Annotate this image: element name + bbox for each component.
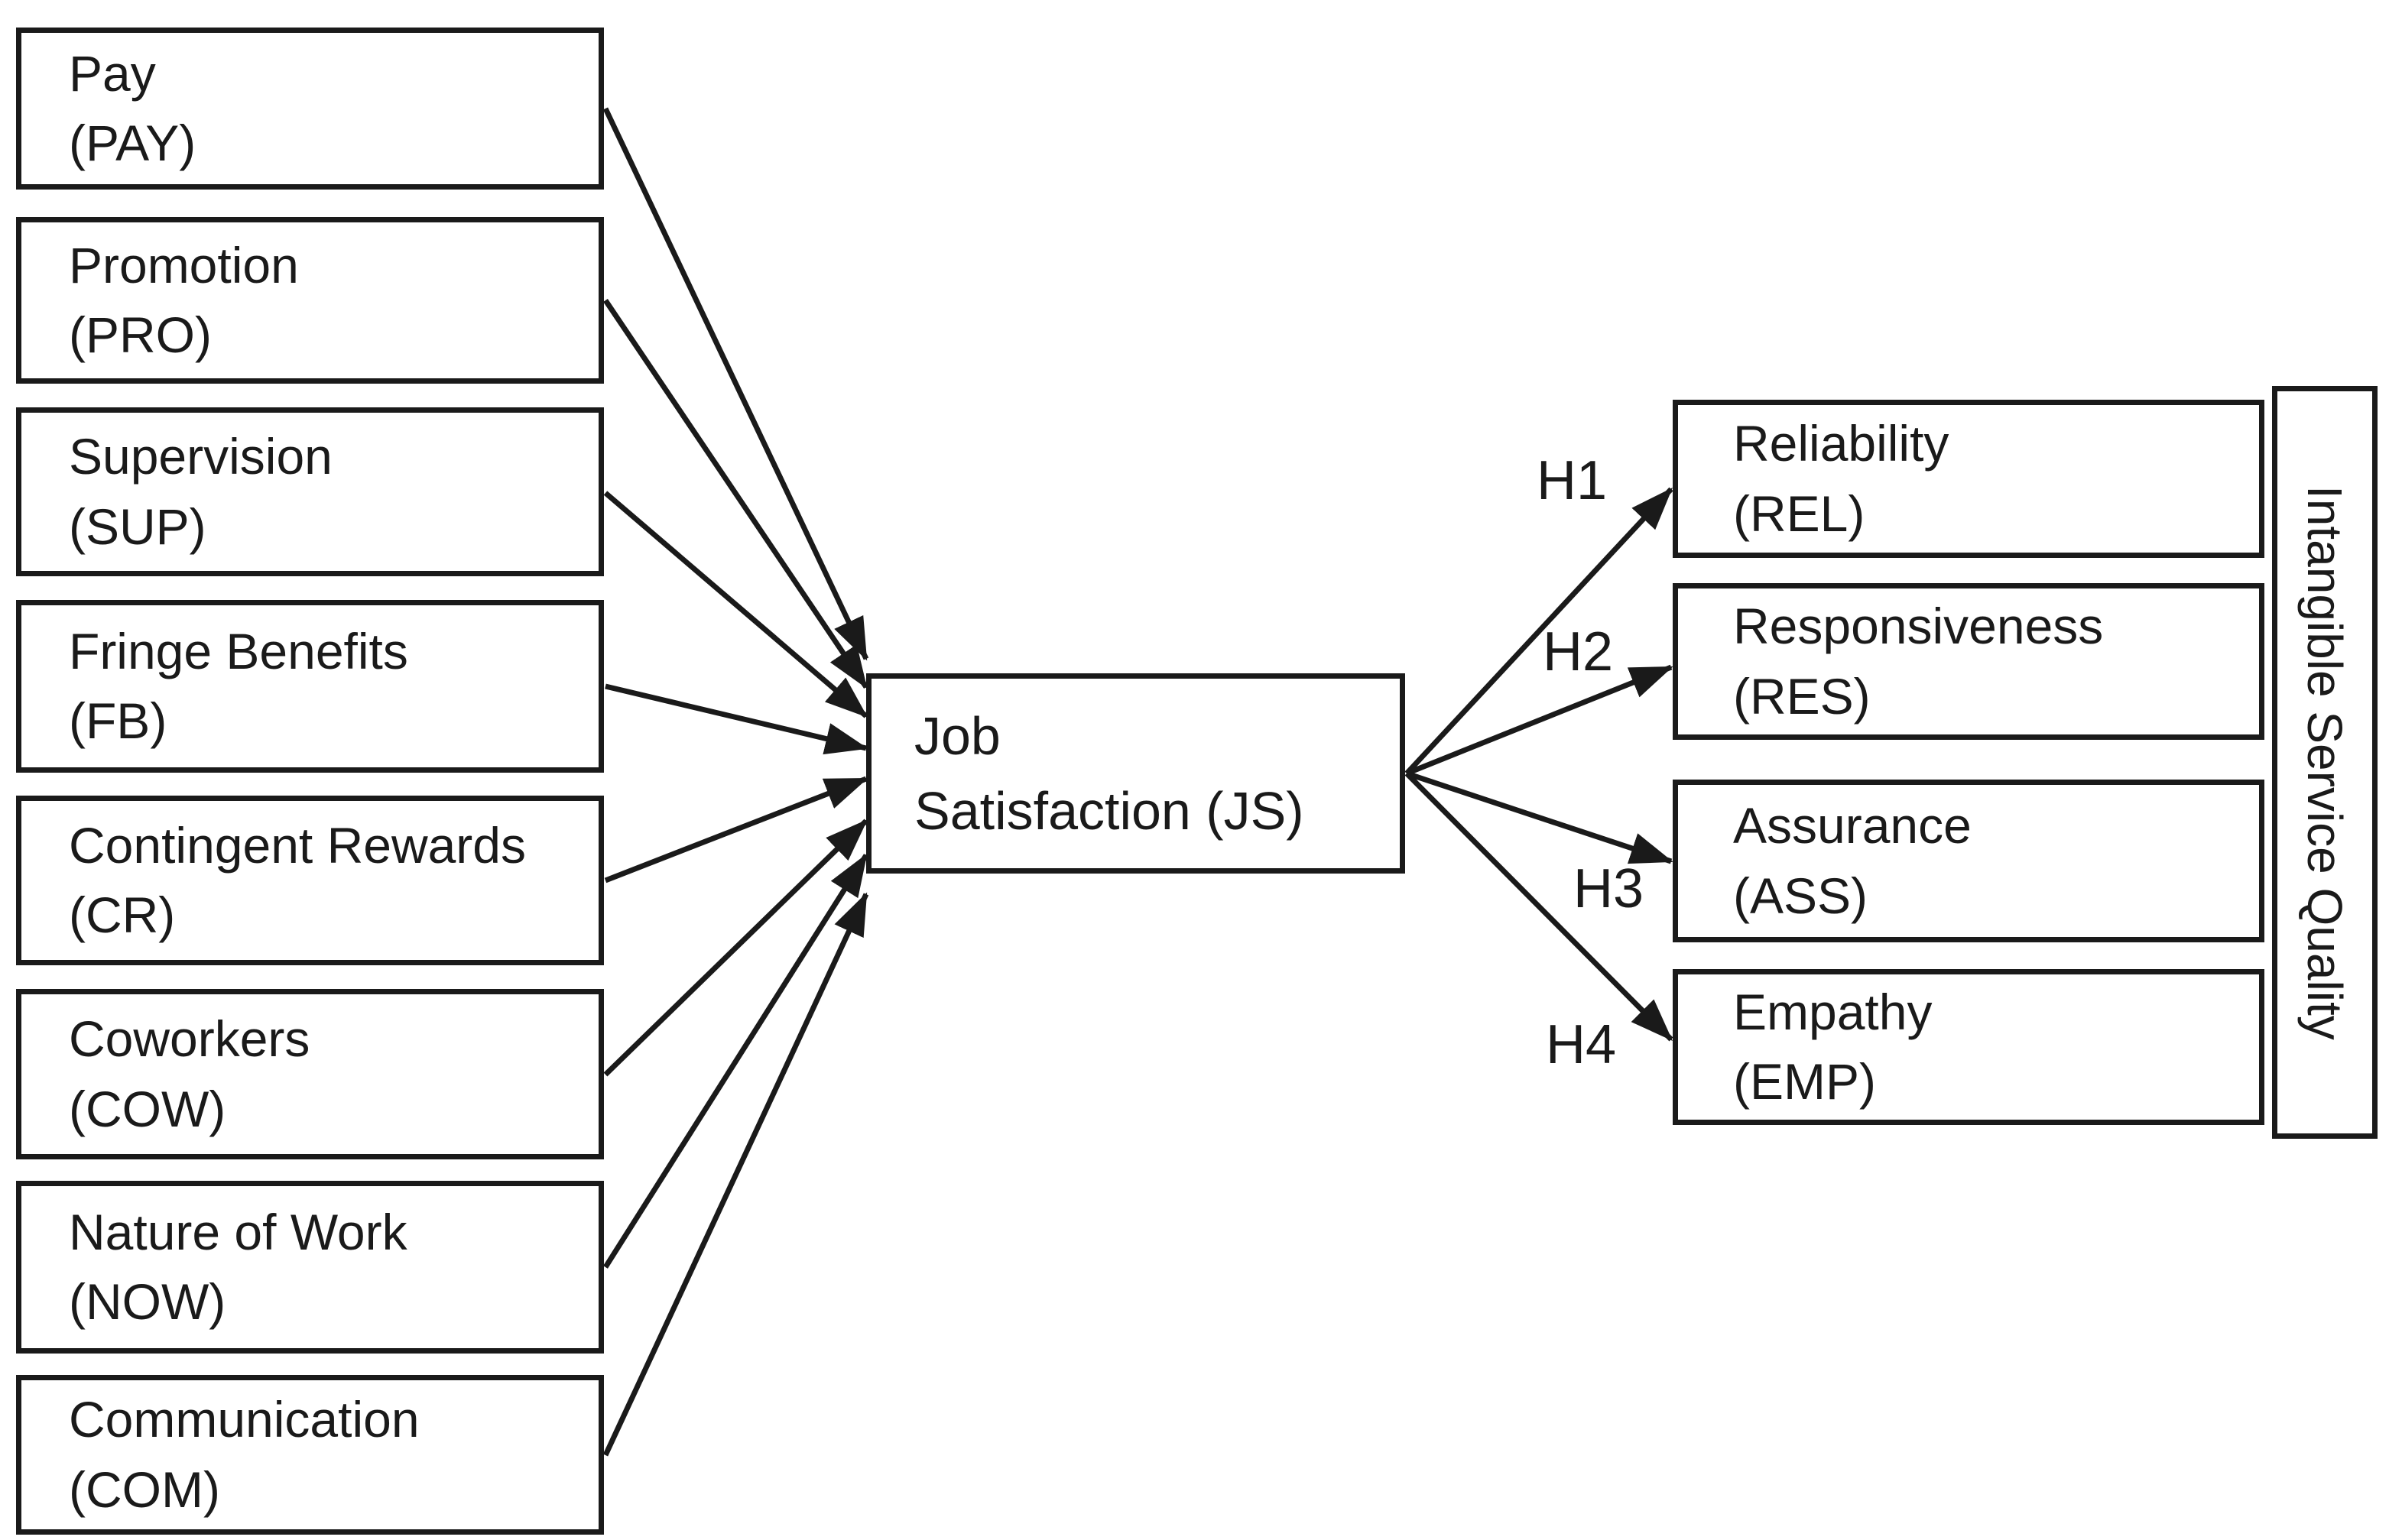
outcome-code: (RES) <box>1733 667 1871 725</box>
arrow-pay-to-js <box>602 107 869 661</box>
factor-code: (NOW) <box>69 1273 226 1330</box>
factor-name: Fringe Benefits <box>69 622 408 679</box>
factor-name: Promotion <box>69 236 299 293</box>
factor-code: (FB) <box>69 692 167 749</box>
outcome-name: Assurance <box>1733 797 1972 854</box>
outcome-box-reliability: Reliability (REL) <box>1673 400 2264 558</box>
arrow-coworkers-to-js <box>603 819 868 1077</box>
arrow-natureofwork-to-js <box>603 853 868 1269</box>
factor-box-supervision: Supervision (SUP) <box>16 407 604 576</box>
arrow-promotion-to-js <box>603 299 868 689</box>
factor-name: Supervision <box>69 428 333 485</box>
outcome-name: Responsiveness <box>1733 598 2104 655</box>
js-line2: Satisfaction (JS) <box>914 781 1304 841</box>
factor-box-contingent-rewards: Contingent Rewards (CR) <box>16 796 604 965</box>
hypothesis-label-h3: H3 <box>1573 858 1644 919</box>
job-satisfaction-box: Job Satisfaction (JS) <box>866 673 1405 874</box>
arrow-fringe-to-js <box>605 683 868 755</box>
outcome-name: Reliability <box>1733 415 1949 472</box>
arrow-h4-js-to-empathy <box>1404 771 1673 1042</box>
factor-name: Pay <box>69 44 156 102</box>
arrow-h1-js-to-reliability <box>1404 487 1673 776</box>
outcome-code: (REL) <box>1733 485 1865 542</box>
factor-code: (COW) <box>69 1080 226 1137</box>
factor-code: (PRO) <box>69 306 212 363</box>
factor-box-coworkers: Coworkers (COW) <box>16 989 604 1159</box>
factor-code: (COM) <box>69 1461 220 1518</box>
arrow-contingent-to-js <box>604 776 868 883</box>
factor-box-fringe-benefits: Fringe Benefits (FB) <box>16 600 604 773</box>
outcome-code: (EMP) <box>1733 1053 1876 1110</box>
factor-code: (SUP) <box>69 498 206 555</box>
factor-box-nature-of-work: Nature of Work (NOW) <box>16 1181 604 1354</box>
outcome-name: Empathy <box>1733 983 1933 1040</box>
factor-name: Contingent Rewards <box>69 816 526 874</box>
hypothesis-label-h1: H1 <box>1537 450 1608 511</box>
arrow-h3-js-to-assurance <box>1405 770 1673 864</box>
factor-name: Communication <box>69 1391 420 1448</box>
hypothesis-label-h4: H4 <box>1546 1014 1617 1075</box>
arrow-h2-js-to-responsiveness <box>1405 664 1673 776</box>
intangible-service-quality-banner: Intangible Service Quality <box>2272 386 2378 1139</box>
outcome-box-responsiveness: Responsiveness (RES) <box>1673 583 2264 740</box>
arrow-communication-to-js <box>602 892 869 1457</box>
factor-box-promotion: Promotion (PRO) <box>16 217 604 384</box>
arrow-supervision-to-js <box>603 491 868 718</box>
outcome-code: (ASS) <box>1733 867 1868 924</box>
factor-box-pay: Pay (PAY) <box>16 28 604 190</box>
hypothesis-label-h2: H2 <box>1543 621 1614 682</box>
outcome-box-assurance: Assurance (ASS) <box>1673 780 2264 942</box>
factor-name: Coworkers <box>69 1010 310 1068</box>
js-line1: Job <box>914 706 1001 766</box>
factor-name: Nature of Work <box>69 1203 407 1260</box>
factor-code: (PAY) <box>69 115 196 171</box>
factor-code: (CR) <box>69 887 176 943</box>
outcome-box-empathy: Empathy (EMP) <box>1673 969 2264 1125</box>
factor-box-communication: Communication (COM) <box>16 1375 604 1535</box>
